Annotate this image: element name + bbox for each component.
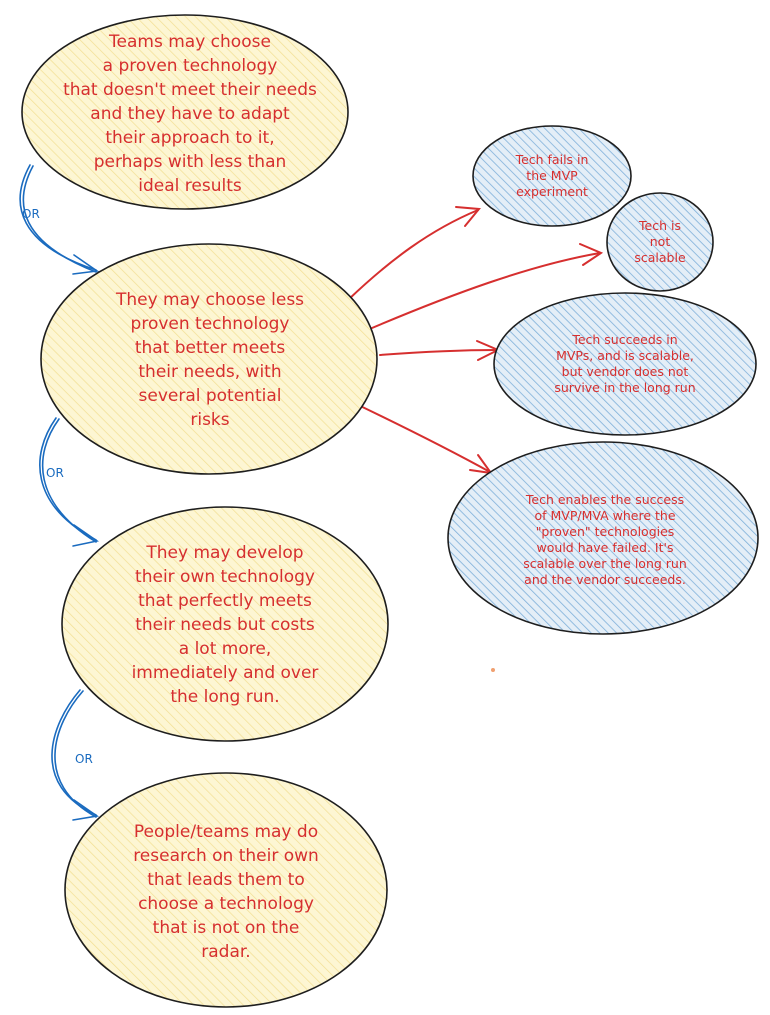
risk-nodes [447, 125, 759, 635]
or-label-3: OR [75, 752, 93, 766]
option-ellipse-proven [21, 14, 349, 210]
risk-text-fails-mvp: Tech fails in the MVP experiment [515, 152, 589, 199]
risk-ellipse-fails-mvp [472, 125, 632, 227]
option-text-research: People/teams may do research on their ow… [133, 822, 319, 962]
option-nodes [21, 14, 389, 1008]
arrow-to-vendor-fails [379, 340, 501, 361]
or-connector-3 [51, 689, 100, 821]
or-connector-1 [19, 164, 100, 275]
option-ellipse-research [64, 772, 388, 1008]
or-connector-2 [39, 417, 99, 547]
risk-ellipse-not-scalable [606, 192, 714, 292]
risk-text-not-scalable: Tech is not scalable [634, 218, 686, 265]
risk-ellipse-vendor-fails [493, 292, 757, 436]
arrow-to-fails-mvp [347, 206, 481, 301]
stray-dot [491, 668, 495, 672]
risk-arrows [347, 206, 604, 475]
or-label-2: OR [46, 466, 64, 480]
risk-text-vendor-fails: Tech succeeds in MVPs, and is scalable, … [554, 332, 696, 395]
option-text-proven: Teams may choose a proven technology tha… [63, 32, 317, 196]
arrow-to-not-scalable [371, 243, 604, 329]
option-text-less-proven: They may choose less proven technology t… [115, 290, 305, 430]
or-label-1: OR [22, 207, 40, 221]
risk-ellipse-success [447, 441, 759, 635]
option-ellipse-less-proven [40, 243, 378, 475]
risk-text-success: Tech enables the success of MVP/MVA wher… [523, 492, 687, 587]
option-text-own-tech: They may develop their own technology th… [131, 543, 319, 707]
option-ellipse-own-tech [61, 506, 389, 742]
arrow-to-success [351, 401, 494, 475]
or-connectors [19, 164, 100, 821]
